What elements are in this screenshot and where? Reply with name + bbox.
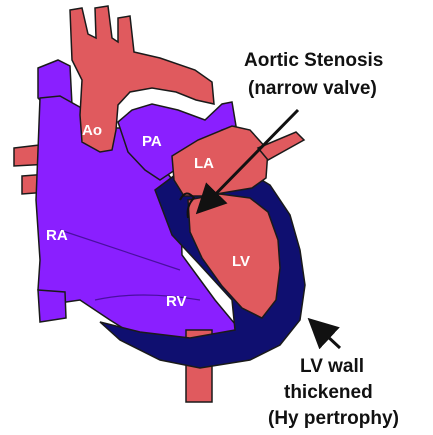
inferior-vena-cava <box>38 290 66 322</box>
label-pa: PA <box>142 133 162 150</box>
label-la: LA <box>194 155 214 172</box>
label-lv: LV <box>232 253 250 270</box>
hypertrophy-label-line3: (Hy pertrophy) <box>268 408 399 429</box>
hypertrophy-label-line1: LV wall <box>300 356 364 377</box>
hypertrophy-arrow <box>312 322 340 348</box>
label-rv: RV <box>166 293 187 310</box>
pulmonary-vein-right <box>258 132 304 160</box>
stenosis-label-line1: Aortic Stenosis <box>244 50 383 71</box>
label-ra: RA <box>46 227 68 244</box>
hypertrophy-label-line2: thickened <box>284 382 373 403</box>
label-ao: Ao <box>82 122 102 139</box>
stenosis-label-line2: (narrow valve) <box>248 78 377 99</box>
